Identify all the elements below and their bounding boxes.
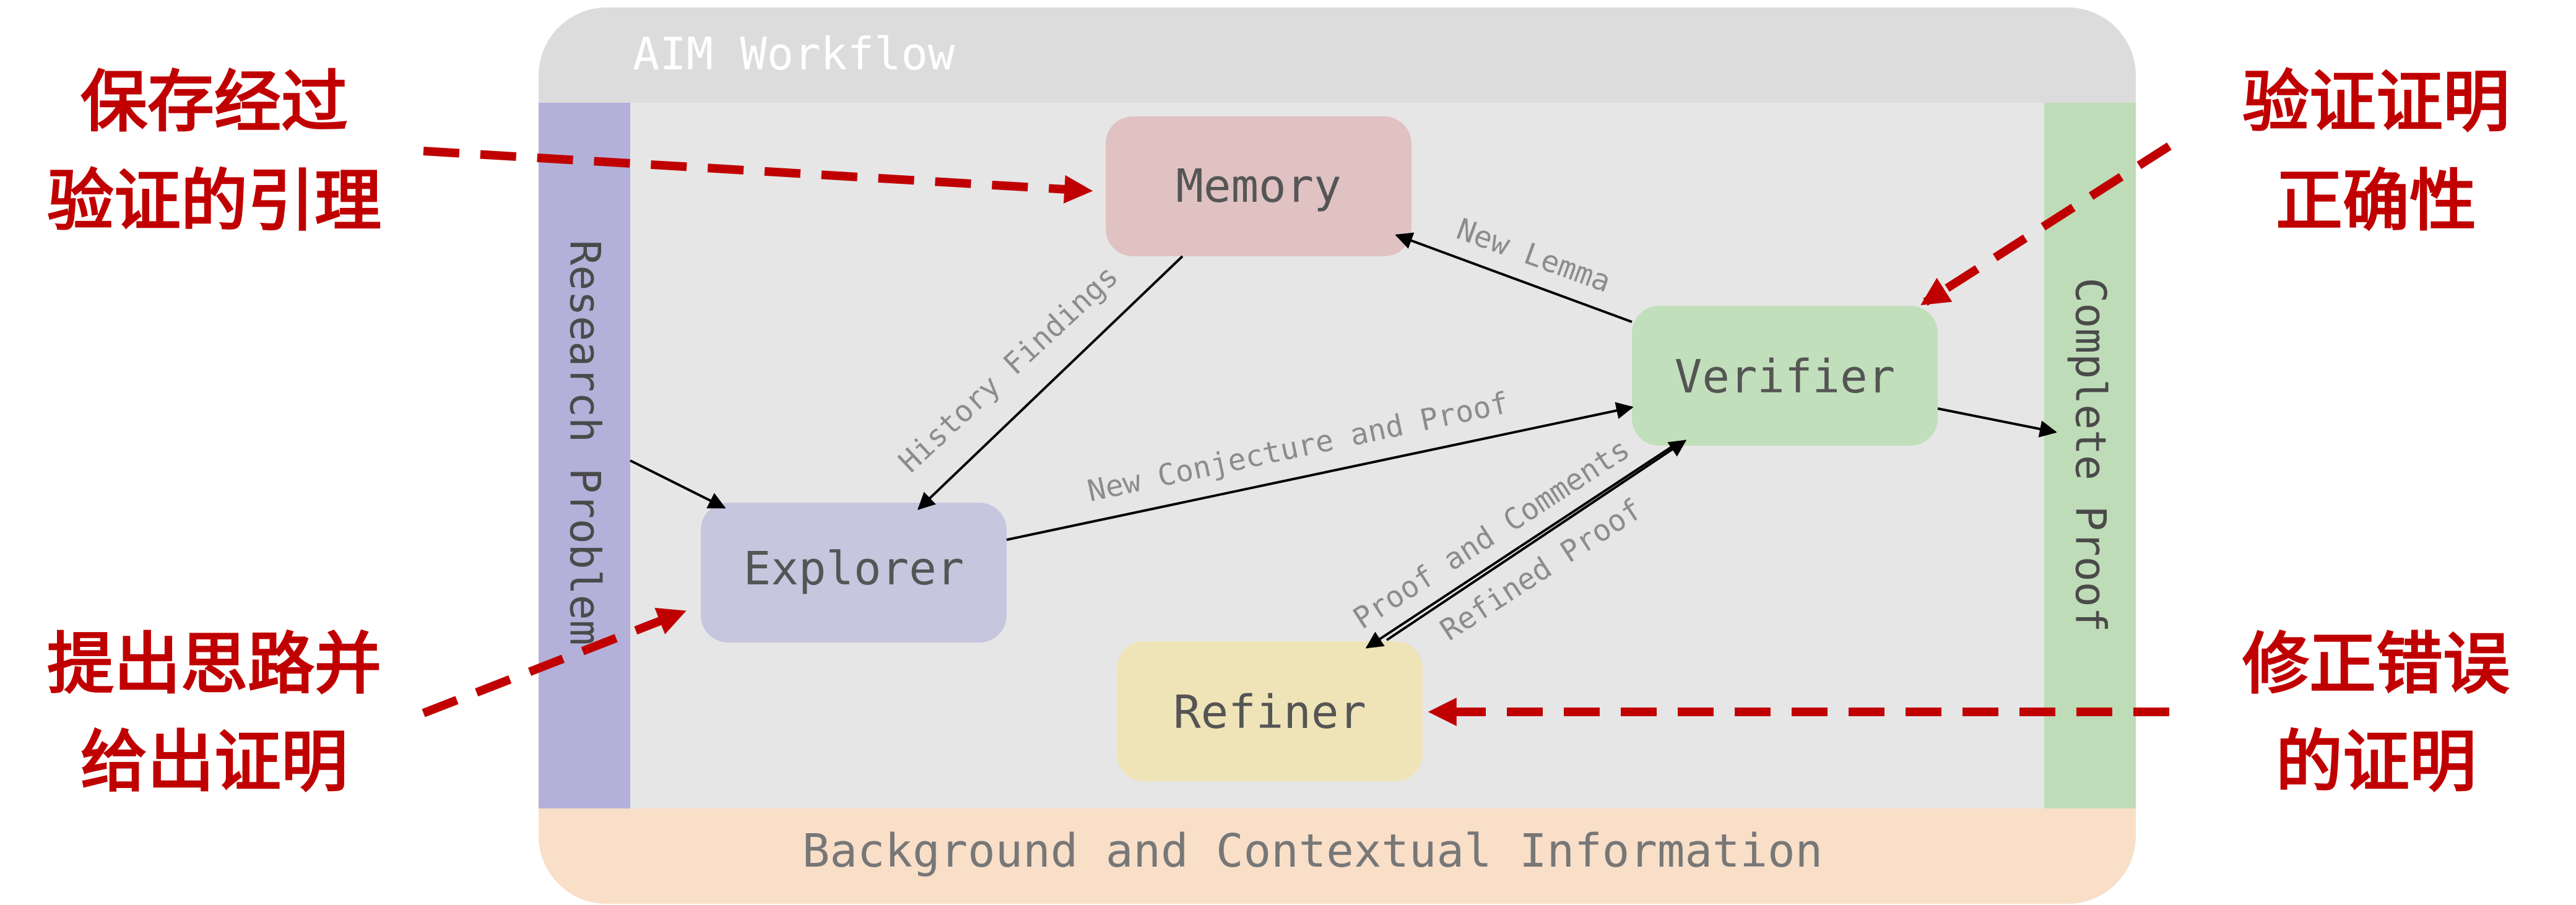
annotation-verifier-line1: 验证证明 xyxy=(2242,64,2510,141)
annotation-arrows xyxy=(422,142,2172,726)
verifier-node: Verifier xyxy=(1632,306,1938,446)
verifier-label: Verifier xyxy=(1675,350,1895,404)
arrow-refiner-to-verifier xyxy=(1386,440,1687,641)
explorer-label: Explorer xyxy=(744,542,964,595)
arrow-verifier-to-refiner xyxy=(1365,446,1673,649)
annotation-arrow-explorer xyxy=(422,607,687,717)
annotation-memory-line2: 验证的引理 xyxy=(47,163,381,240)
memory-node: Memory xyxy=(1106,116,1412,256)
research-problem-bar xyxy=(539,103,630,808)
annotation-memory-line1: 保存经过 xyxy=(80,64,348,141)
annotation-explorer-line2: 给出证明 xyxy=(80,724,348,801)
background-info-bar xyxy=(539,808,2136,904)
memory-label: Memory xyxy=(1176,160,1341,213)
annotation-memory: 保存经过 验证的引理 xyxy=(47,64,381,240)
arrow-explorer-to-verifier xyxy=(1006,402,1634,541)
annotation-explorer-line1: 提出思路并 xyxy=(47,626,381,703)
workflow-arrows xyxy=(630,232,2057,649)
arrow-problem-to-explorer xyxy=(630,459,726,509)
annotation-arrow-verifier xyxy=(1920,142,2172,306)
complete-proof-label: Complete Proof xyxy=(2066,277,2115,632)
annotation-explorer: 提出思路并 给出证明 xyxy=(47,626,381,801)
arrow-verifier-to-proof xyxy=(1937,407,2057,438)
workflow-title: AIM Workflow xyxy=(633,28,955,80)
arrow-verifier-to-memory xyxy=(1395,232,1633,323)
refiner-label: Refiner xyxy=(1173,686,1366,739)
refiner-node: Refiner xyxy=(1117,641,1423,781)
annotation-verifier-line2: 正确性 xyxy=(2276,163,2476,240)
research-problem-label: Research Problem xyxy=(560,240,609,645)
arrow-memory-to-explorer xyxy=(917,255,1184,510)
annotation-refiner: 修正错误 的证明 xyxy=(2242,626,2510,801)
annotation-refiner-line2: 的证明 xyxy=(2276,724,2476,801)
background-info-label: Background and Contextual Information xyxy=(802,825,1823,878)
explorer-node: Explorer xyxy=(701,503,1007,643)
annotation-verifier: 验证证明 正确性 xyxy=(2242,64,2510,240)
annotation-refiner-line1: 修正错误 xyxy=(2242,626,2510,703)
